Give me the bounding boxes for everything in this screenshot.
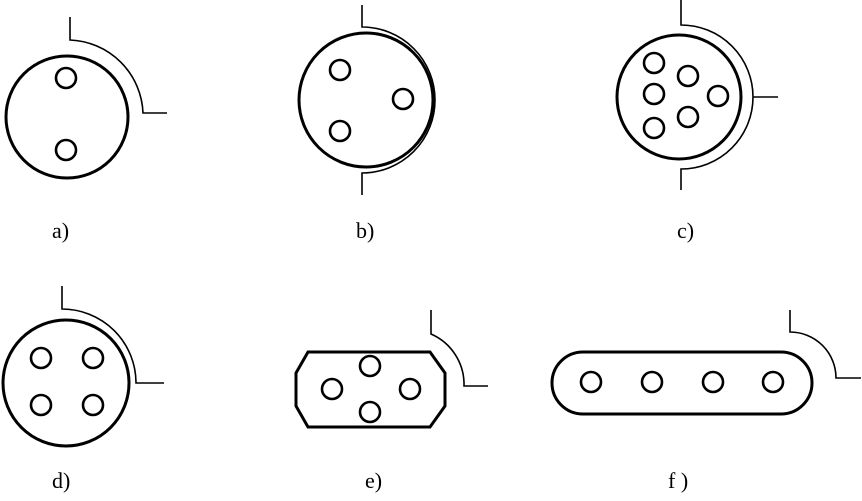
figure-c-hole: [642, 116, 666, 140]
figure-b-hole: [328, 119, 352, 143]
figure-f-body: [550, 350, 814, 416]
figure-b-guard: [361, 5, 436, 195]
figure-c-label: c): [677, 218, 694, 243]
figure-c-hole: [706, 84, 730, 108]
figure-f-hole: [761, 370, 785, 394]
figure-d-hole: [81, 346, 105, 370]
figure-a-hole: [54, 66, 78, 90]
figure-c-guard: [680, 0, 778, 190]
figure-a-label: a): [52, 218, 69, 243]
figure-b-label: b): [356, 218, 374, 243]
figure-d: d): [1, 286, 164, 493]
figure-a-body: [4, 54, 130, 180]
figure-c: c): [615, 0, 778, 243]
figure-b: b): [297, 5, 436, 243]
figure-d-hole: [81, 393, 105, 417]
figure-b-hole: [328, 58, 352, 82]
figure-e-hole: [358, 354, 382, 378]
figure-c-hole: [642, 51, 666, 75]
figure-e-label: e): [365, 468, 382, 493]
figure-d-hole: [29, 346, 53, 370]
figure-c-body: [615, 33, 743, 161]
figure-f-hole: [579, 370, 603, 394]
figure-e-hole: [398, 377, 422, 401]
figure-c-hole: [642, 82, 666, 106]
figure-a-guard: [69, 17, 167, 114]
figure-d-label: d): [52, 468, 70, 493]
figure-e-hole: [320, 377, 344, 401]
figure-a-hole: [54, 138, 78, 162]
figure-f-guard: [789, 310, 861, 379]
figure-f: f ): [550, 310, 861, 493]
figure-f-hole: [640, 370, 664, 394]
figure-e-body: [294, 350, 447, 429]
figure-f-hole: [701, 370, 725, 394]
figure-c-hole: [676, 105, 700, 129]
figure-d-body: [1, 318, 131, 448]
figure-a: a): [4, 17, 167, 243]
figure-b-hole: [391, 87, 415, 111]
figure-e-guard: [430, 310, 488, 387]
figure-b-body: [297, 31, 435, 169]
figure-f-label: f ): [668, 468, 688, 493]
figure-e: e): [294, 310, 488, 493]
figure-d-hole: [29, 393, 53, 417]
figure-d-guard: [61, 286, 164, 384]
figure-e-hole: [358, 400, 382, 424]
figure-c-hole: [676, 64, 700, 88]
